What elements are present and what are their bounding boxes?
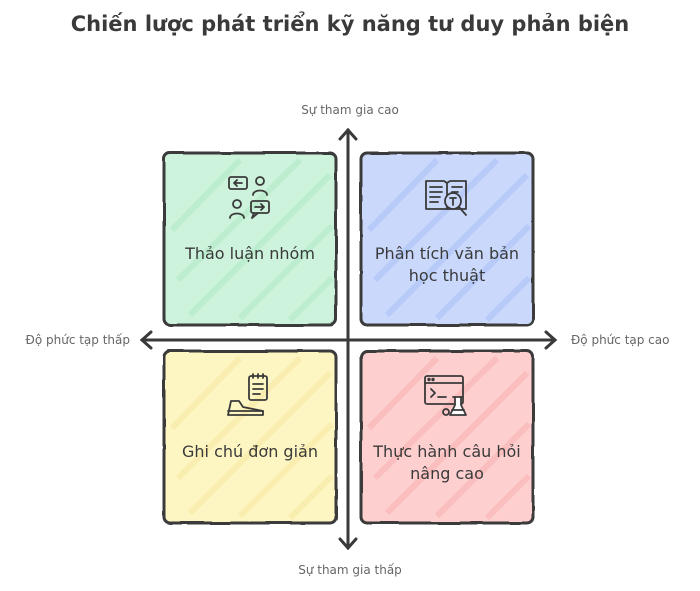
quadrant-box-top-left bbox=[162, 151, 338, 327]
arrow-down-icon bbox=[338, 537, 358, 551]
axes bbox=[139, 127, 558, 551]
arrow-right-icon bbox=[544, 330, 558, 350]
quadrant-label: Thảo luận nhóm bbox=[185, 244, 315, 263]
hatch-strokes bbox=[366, 355, 532, 521]
quadrant-border bbox=[359, 349, 535, 525]
axis-label-right: Độ phức tạp cao bbox=[571, 333, 670, 347]
hatch-strokes bbox=[169, 157, 335, 323]
diagram-title: Chiến lược phát triển kỹ năng tư duy phả… bbox=[70, 12, 630, 36]
advanced-practice-icon bbox=[424, 375, 467, 416]
quadrant-label: Ghi chú đơn giản bbox=[182, 442, 318, 461]
quadrant-top-left: Thảo luận nhóm bbox=[164, 153, 336, 325]
axis-label-bottom: Sự tham gia thấp bbox=[298, 563, 402, 577]
quadrant-border bbox=[359, 151, 535, 327]
quadrant-bottom-right: Thực hành câu hỏi nâng cao bbox=[361, 351, 533, 523]
quadrant-box-bottom-left bbox=[162, 349, 338, 525]
hatch-strokes bbox=[169, 355, 335, 521]
arrow-up-icon bbox=[338, 127, 358, 141]
group-discussion-icon bbox=[228, 176, 270, 219]
quadrant-label: Thực hành câu hỏi nâng cao bbox=[373, 442, 521, 483]
note-taking-icon bbox=[227, 373, 268, 416]
arrow-left-icon bbox=[139, 330, 153, 350]
text-analysis-icon bbox=[425, 180, 467, 216]
quadrant-top-right: Phân tích văn bản học thuật bbox=[361, 153, 533, 325]
hatch-strokes bbox=[366, 157, 532, 323]
quadrant-border bbox=[162, 151, 338, 327]
quadrant-label: Phân tích văn bản học thuật bbox=[374, 244, 520, 285]
axis-label-top: Sự tham gia cao bbox=[301, 103, 399, 117]
quadrant-box-bottom-right bbox=[359, 349, 535, 525]
quadrant-box-top-right bbox=[359, 151, 535, 327]
quadrant-bottom-left: Ghi chú đơn giản bbox=[164, 351, 336, 523]
axis-label-left: Độ phức tạp thấp bbox=[25, 333, 130, 347]
quadrant-border bbox=[162, 349, 338, 525]
